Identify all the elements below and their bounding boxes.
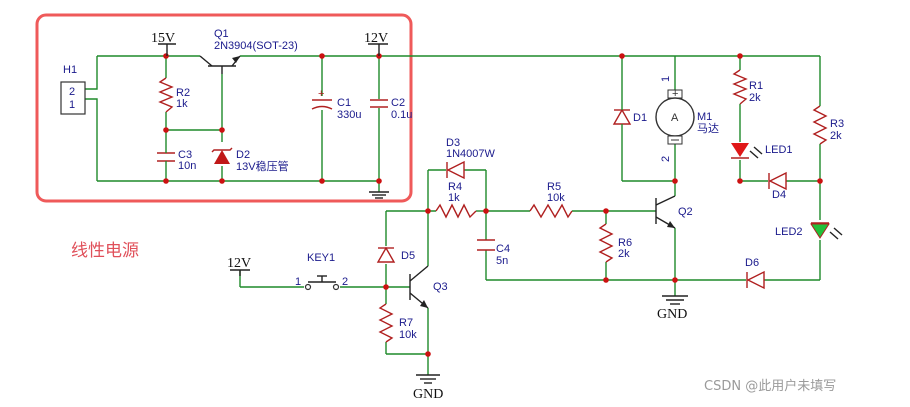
d5-name-label: D5	[401, 250, 415, 262]
r1-resistor-symbol	[732, 69, 748, 105]
c3-value-label: 10n	[178, 160, 196, 172]
rail-15v-symbol	[158, 43, 176, 56]
m1-symbol-label: A	[671, 112, 679, 124]
r2-resistor-symbol	[158, 77, 174, 113]
c1-value-label: 330u	[337, 109, 361, 121]
d6-name-label: D6	[745, 257, 759, 269]
led2-name-label: LED2	[775, 226, 803, 238]
key1-pin2-label: 2	[342, 276, 348, 288]
d6-diode-symbol	[746, 270, 765, 290]
led2-symbol	[810, 222, 843, 240]
r4-name-label: R4	[448, 181, 462, 193]
r7-name-label: R7	[399, 317, 413, 329]
r4-value-label: 1k	[448, 192, 460, 204]
d5-diode-symbol	[376, 246, 396, 263]
c2-name-label: C2	[391, 97, 405, 109]
h1-name-label: H1	[63, 64, 77, 76]
r5-name-label: R5	[547, 181, 561, 193]
section-label: 线性电源	[71, 241, 139, 261]
rail-12v-top-symbol	[368, 43, 388, 56]
power-supply-highlight-box	[35, 13, 413, 203]
c2-value-label: 0.1u	[391, 109, 412, 121]
r3-name-label: R3	[830, 118, 844, 130]
q1-transistor-symbol	[199, 55, 241, 74]
rail-15v-label: 15V	[151, 31, 175, 46]
key1-pin1-label: 1	[295, 276, 301, 288]
m1-value-label: 马达	[697, 122, 719, 135]
h1-connector: 2 1	[60, 81, 86, 115]
rail-12v-key-label: 12V	[227, 256, 251, 271]
d2-value-label: 13V稳压管	[236, 159, 289, 173]
c3-capacitor-symbol	[157, 148, 175, 166]
load-wires	[239, 56, 821, 375]
rail-12v-top-label: 12V	[364, 31, 388, 46]
led1-name-label: LED1	[765, 144, 793, 156]
ground-symbol-ps	[369, 191, 389, 199]
r7-resistor-symbol	[378, 303, 394, 343]
m1-pin1-label: 1	[660, 76, 672, 82]
r5-resistor-symbol	[529, 203, 573, 219]
led1-symbol	[731, 143, 763, 159]
c1-capacitor-symbol: +	[311, 88, 333, 110]
d1-name-label: D1	[633, 112, 647, 124]
d2-name-label: D2	[236, 149, 250, 161]
ground-symbol-q3	[416, 374, 440, 384]
c4-capacitor-symbol	[477, 239, 495, 251]
d2-zener-symbol	[211, 147, 233, 164]
q1-value-label: 2N3904(SOT-23)	[214, 40, 298, 52]
junction-dots	[163, 53, 823, 357]
r6-name-label: R6	[618, 237, 632, 249]
q3-name-label: Q3	[433, 281, 448, 293]
d1-diode-symbol	[612, 106, 632, 128]
m1-pin2-label: 2	[660, 156, 672, 162]
c3-name-label: C3	[178, 149, 192, 161]
q2-name-label: Q2	[678, 206, 693, 218]
key1-switch-symbol	[304, 275, 340, 291]
r3-resistor-symbol	[812, 105, 828, 145]
d3-value-label: 1N4007W	[446, 148, 496, 160]
q3-transistor-symbol	[409, 265, 429, 309]
h1-pin1-label: 1	[69, 99, 75, 111]
key1-name-label: KEY1	[307, 252, 335, 264]
q1-name-label: Q1	[214, 28, 229, 40]
rail-12v-key-symbol	[230, 269, 250, 276]
r6-value-label: 2k	[618, 248, 630, 260]
d3-name-label: D3	[446, 137, 460, 149]
r3-value-label: 2k	[830, 130, 842, 142]
r2-value-label: 1k	[176, 98, 188, 110]
r6-resistor-symbol	[598, 223, 614, 263]
r4-resistor-symbol	[435, 203, 477, 219]
r1-name-label: R1	[749, 80, 763, 92]
watermark: CSDN @此用户未填写	[704, 378, 836, 394]
m1-name-label: M1	[697, 111, 712, 123]
c1-name-label: C1	[337, 97, 351, 109]
gnd-q3-label: GND	[413, 387, 443, 402]
d4-name-label: D4	[772, 189, 786, 201]
r1-value-label: 2k	[749, 92, 761, 104]
c2-capacitor-symbol	[370, 99, 388, 108]
q2-transistor-symbol	[655, 195, 676, 229]
r7-value-label: 10k	[399, 329, 417, 341]
gnd-main-label: GND	[657, 307, 687, 322]
d4-diode-symbol	[768, 171, 787, 191]
h1-pin2-label: 2	[69, 86, 75, 98]
svg-text:+: +	[672, 88, 678, 100]
m1-motor-symbol: +	[655, 88, 695, 145]
r5-value-label: 10k	[547, 192, 565, 204]
svg-text:+: +	[318, 88, 324, 100]
r2-name-label: R2	[176, 87, 190, 99]
ground-symbol-main	[662, 295, 688, 305]
c4-value-label: 5n	[496, 255, 508, 267]
c4-name-label: C4	[496, 243, 510, 255]
d3-diode-symbol	[446, 160, 465, 180]
